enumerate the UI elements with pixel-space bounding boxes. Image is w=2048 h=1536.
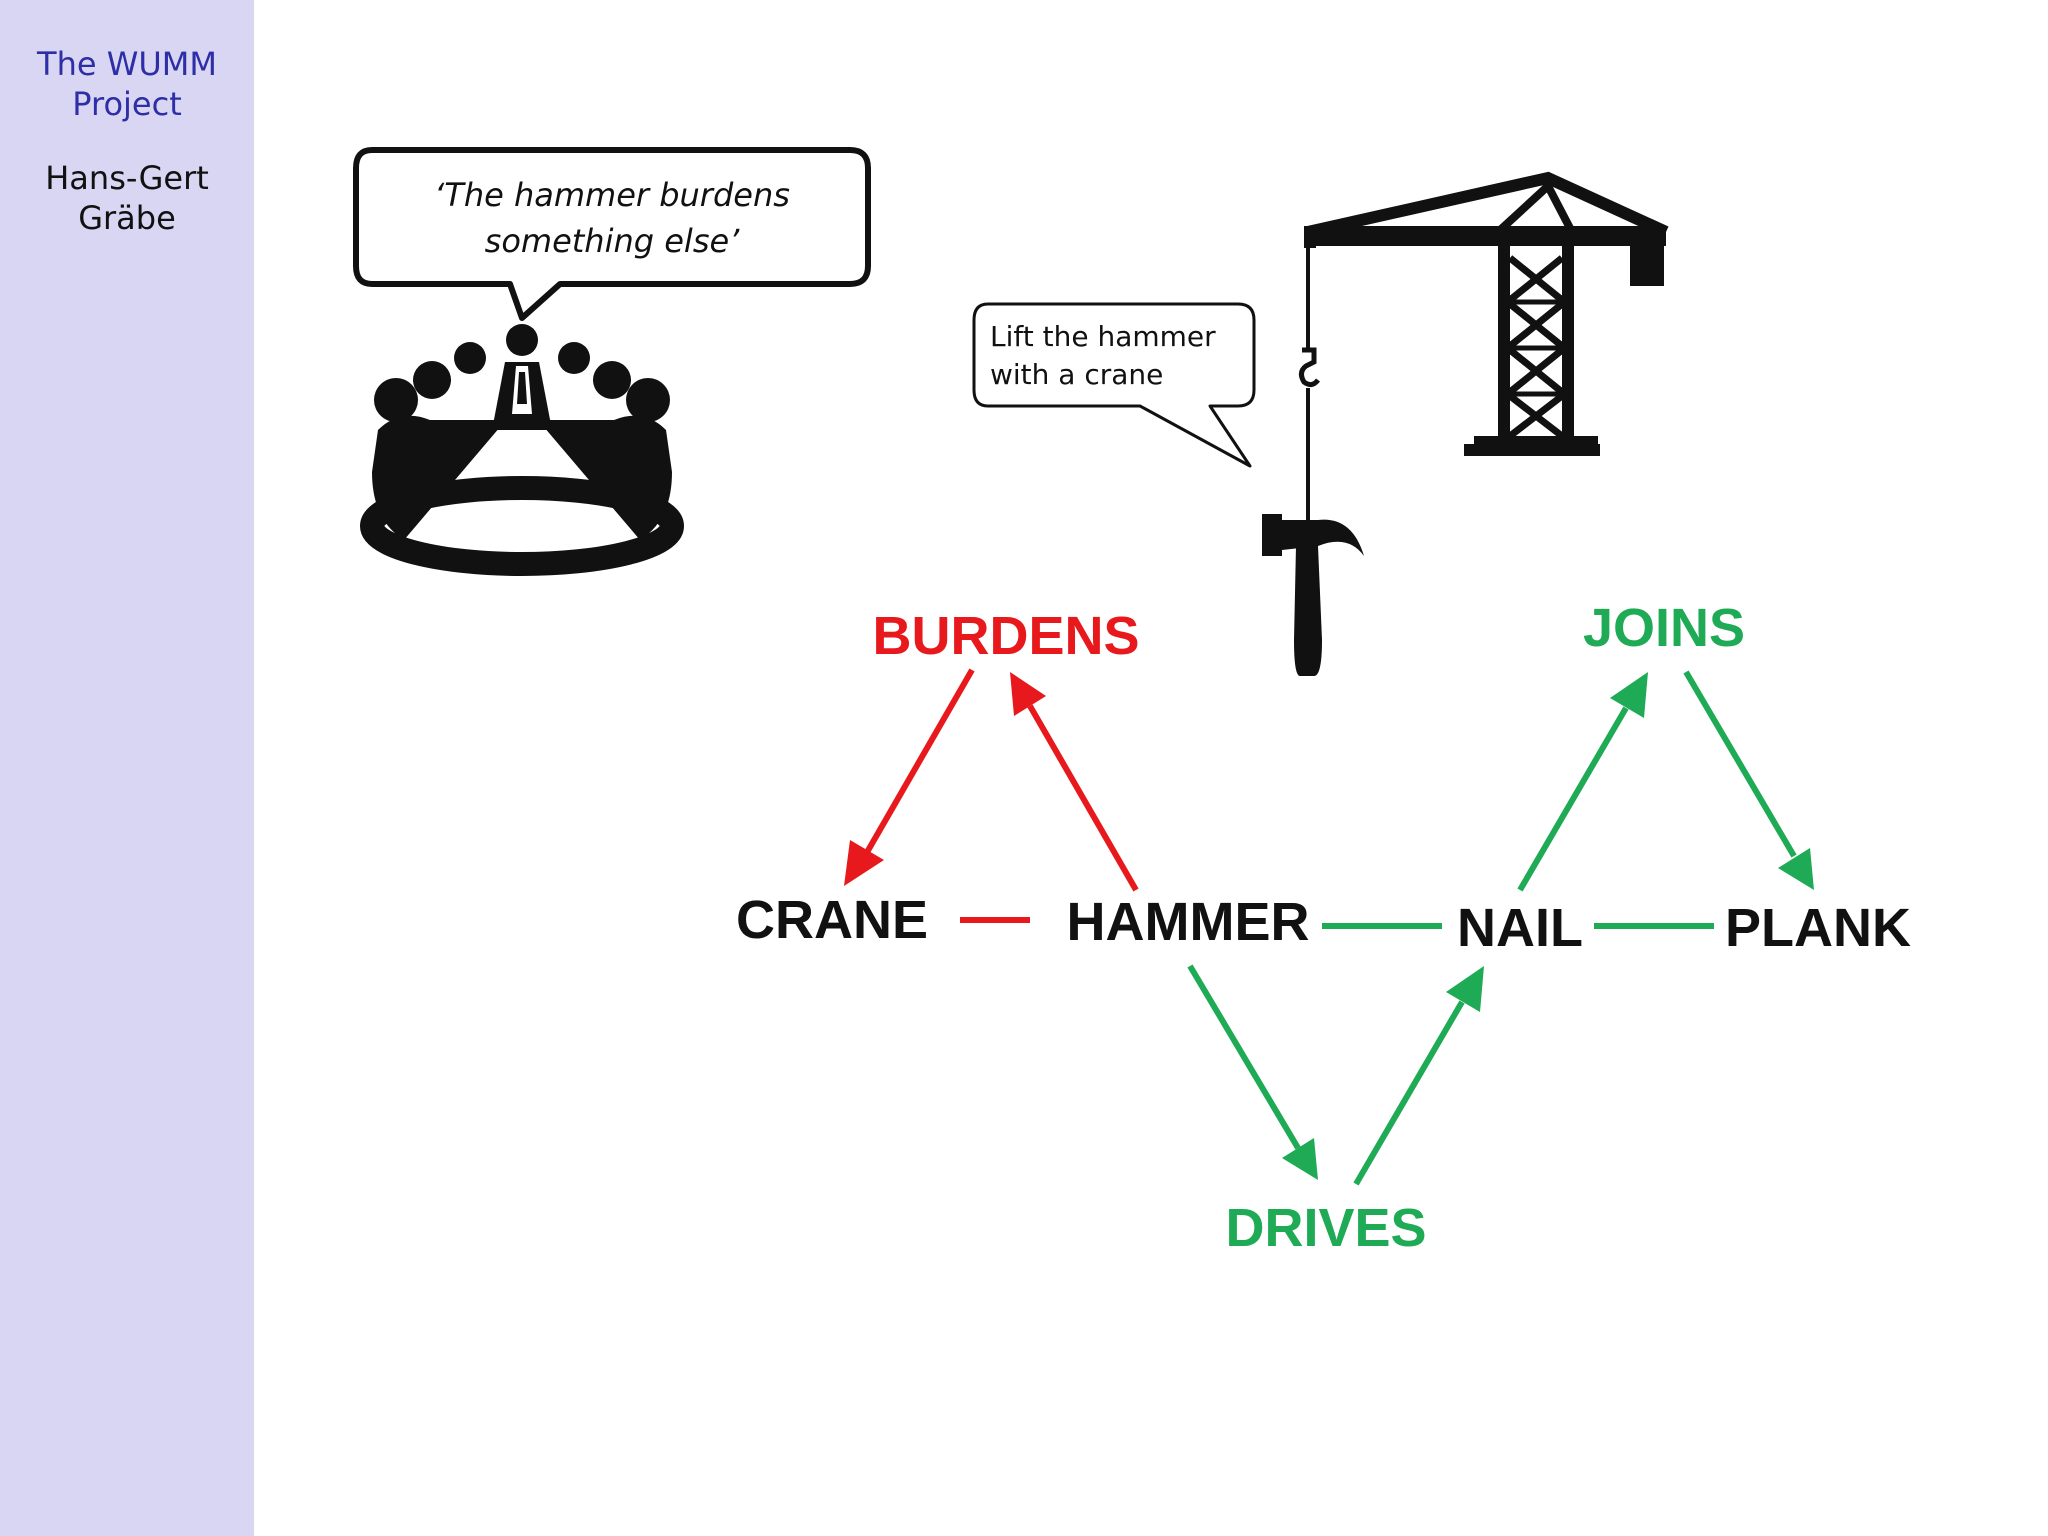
- crane-bubble-line2: with a crane: [990, 358, 1163, 391]
- meeting-icon: [360, 324, 684, 576]
- project-title: The WUMM Project: [0, 44, 254, 124]
- crane-bubble-line1: Lift the hammer: [990, 320, 1216, 353]
- meeting-speech-bubble: ‘The hammer burdens something else’: [353, 147, 871, 321]
- arrowhead-nail: [1446, 966, 1484, 1012]
- edge-hammer-to-burdens: [1027, 704, 1139, 892]
- meeting-bubble-shape: [353, 147, 871, 321]
- node-plank: PLANK: [1725, 898, 1911, 958]
- arrowhead-drives: [1282, 1138, 1318, 1180]
- arrowhead-burdens: [1010, 672, 1046, 716]
- author-name: Hans-Gert Gräbe: [0, 158, 254, 238]
- edge-hammer-to-drives: [1187, 964, 1301, 1150]
- green-edges: [1187, 670, 1814, 1186]
- crane-speech-bubble: Lift the hammer with a crane: [972, 302, 1256, 468]
- red-edges: [844, 668, 1139, 923]
- node-nail: NAIL: [1457, 898, 1583, 958]
- edge-burdens-to-crane: [863, 668, 975, 856]
- edge-joins-to-plank: [1683, 670, 1797, 858]
- author-line1: Hans-Gert: [45, 159, 209, 197]
- hammer-icon: [1262, 514, 1364, 676]
- node-crane: CRANE: [736, 890, 928, 950]
- node-drives: DRIVES: [1225, 1198, 1426, 1258]
- node-joins: JOINS: [1583, 598, 1745, 658]
- edge-drives-to-nail: [1353, 1000, 1465, 1186]
- node-hammer: HAMMER: [1067, 892, 1310, 952]
- meeting-bubble-line2: something else’: [485, 222, 741, 260]
- author-line2: Gräbe: [78, 199, 176, 237]
- project-title-line1: The WUMM: [37, 45, 217, 83]
- crane-bubble-shape: [972, 302, 1256, 468]
- edge-nail-to-joins: [1517, 706, 1629, 892]
- sidebar: The WUMM Project Hans-Gert Gräbe: [0, 0, 254, 1536]
- arrowhead-plank: [1778, 848, 1814, 890]
- arrowhead-joins: [1610, 672, 1648, 718]
- crane-icon: [1298, 171, 1669, 520]
- meeting-bubble-line1: ‘The hammer burdens: [434, 176, 790, 214]
- arrowhead-crane: [844, 840, 884, 886]
- node-burdens: BURDENS: [872, 606, 1139, 666]
- project-title-line2: Project: [72, 85, 182, 123]
